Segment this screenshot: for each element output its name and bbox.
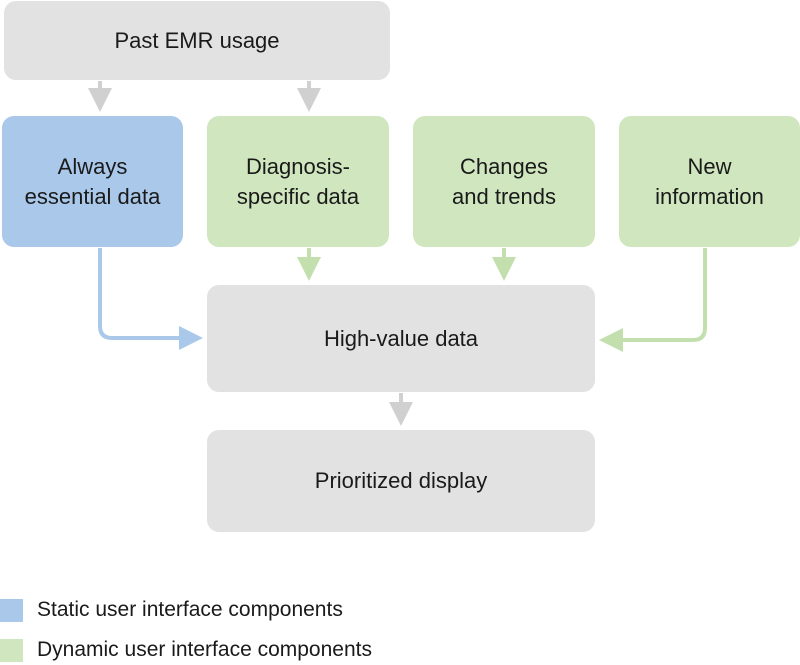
- legend-dynamic-label: Dynamic user interface components: [37, 638, 372, 661]
- legend-static: Static user interface components: [0, 598, 343, 622]
- new-information-node: New information: [619, 116, 800, 247]
- past-emr-usage-node: Past EMR usage: [4, 1, 390, 80]
- arrow-new-to-highvalue: [599, 248, 707, 352]
- changes-and-trends-node: Changes and trends: [413, 116, 595, 247]
- legend-dynamic-swatch: [0, 638, 23, 662]
- diagnosis-specific-data-node: Diagnosis- specific data: [207, 116, 389, 247]
- prioritized-display-node: Prioritized display: [207, 430, 595, 532]
- legend-dynamic: Dynamic user interface components: [0, 638, 372, 662]
- high-value-data-node: High-value data: [207, 285, 595, 392]
- always-essential-data-node: Always essential data: [2, 116, 183, 247]
- legend-static-swatch: [0, 598, 23, 622]
- legend-static-label: Static user interface components: [37, 598, 343, 621]
- arrow-always-to-highvalue: [98, 248, 203, 350]
